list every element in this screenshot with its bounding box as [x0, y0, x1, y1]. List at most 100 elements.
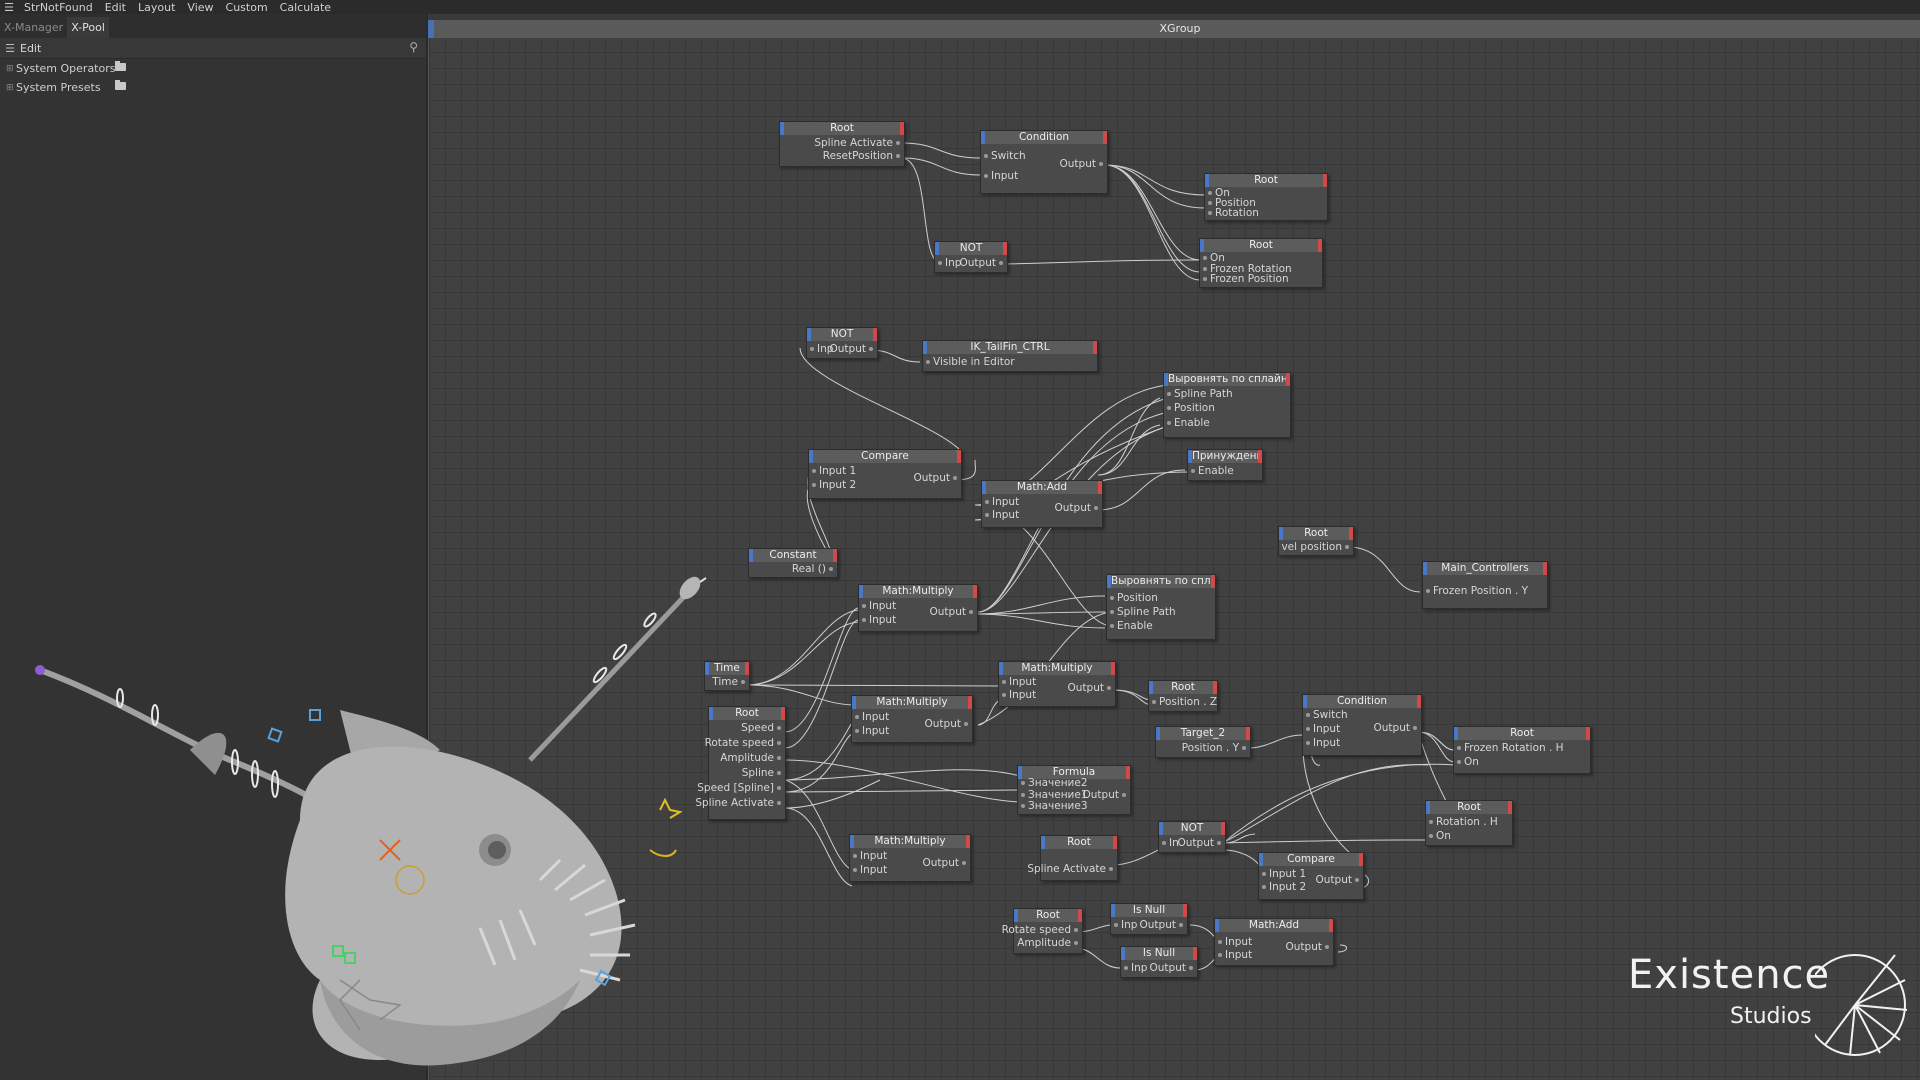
port-on[interactable]: On — [1203, 252, 1225, 265]
port-input[interactable]: In — [1162, 837, 1179, 850]
port-visible-in-editor[interactable]: Visible in Editor — [926, 356, 1015, 369]
port-input-b[interactable]: Input — [1218, 949, 1252, 962]
port-position[interactable]: Position — [1208, 197, 1256, 210]
port-input-b[interactable]: Input — [862, 614, 896, 627]
node-title[interactable]: Root — [1454, 727, 1590, 740]
node-title[interactable]: Выровнять по сплайну — [1164, 373, 1290, 386]
node-title[interactable]: Is Null — [1111, 904, 1187, 917]
port-input-2[interactable]: Input 2 — [1262, 881, 1306, 894]
port-on[interactable]: On — [1208, 187, 1230, 200]
xgroup-title-bar[interactable]: XGroup — [428, 20, 1920, 38]
port-output[interactable]: Output — [830, 343, 873, 356]
port-enable[interactable]: Enable — [1167, 417, 1210, 430]
search-icon[interactable]: ⚲ — [409, 40, 418, 54]
node-title[interactable]: Time — [705, 662, 749, 675]
panel-menu-icon[interactable]: ☰ — [5, 41, 15, 55]
node-root-position[interactable]: Root On Position Rotation — [1204, 173, 1328, 221]
port-rotate-speed[interactable]: Rotate speed — [1002, 924, 1078, 937]
node-title[interactable]: Compare — [1259, 853, 1363, 866]
port-speed[interactable]: Speed — [741, 722, 781, 735]
node-align-spline-top[interactable]: Выровнять по сплайну Spline Path Positio… — [1163, 372, 1291, 438]
port-frozen-rotation[interactable]: Frozen Rotation — [1203, 263, 1292, 276]
panel-edit-menu[interactable]: Edit — [20, 41, 42, 55]
port-input-b[interactable]: Input — [1002, 689, 1036, 702]
node-title[interactable]: Math:Multiply — [999, 662, 1115, 675]
node-title[interactable]: Compare — [809, 450, 961, 463]
node-root-spline-activate[interactable]: Root Spline Activate — [1027, 835, 1118, 881]
port-input-b[interactable]: Input — [1306, 737, 1340, 750]
port-output[interactable]: Output — [1060, 158, 1103, 171]
node-title[interactable]: Root — [780, 122, 904, 135]
node-not-tailfin[interactable]: NOT Inp Output — [806, 327, 878, 359]
menu-custom[interactable]: Custom — [225, 0, 268, 14]
node-root-main[interactable]: Root Speed Rotate speed Amplitude Spline… — [695, 706, 786, 820]
port-real[interactable]: Real () — [792, 563, 833, 576]
node-title[interactable]: Выровнять по сплайну — [1107, 575, 1215, 588]
port-amplitude[interactable]: Amplitude — [720, 752, 781, 765]
port-spline-activate[interactable]: Spline Activate — [814, 137, 900, 150]
node-title[interactable]: Math:Add — [1215, 919, 1333, 932]
port-output[interactable]: Output — [930, 606, 973, 619]
port-enable[interactable]: Enable — [1191, 465, 1234, 478]
port-output[interactable]: Output — [1140, 919, 1183, 932]
port-input[interactable]: Input — [984, 170, 1018, 183]
port-on[interactable]: On — [1457, 756, 1479, 769]
port-value-2[interactable]: Значение2 — [1021, 777, 1088, 790]
menu-edit[interactable]: Edit — [104, 0, 126, 14]
port-input-b[interactable]: Input — [985, 509, 1019, 522]
port-rotation[interactable]: Rotation — [1208, 207, 1259, 220]
node-math-add-bottom[interactable]: Math:Add Input Output Input — [1214, 918, 1334, 966]
node-title[interactable]: Math:Multiply — [850, 835, 970, 848]
menu-view[interactable]: View — [187, 0, 214, 14]
tab-x-pool[interactable]: X-Pool — [67, 17, 109, 38]
port-output[interactable]: Output — [1286, 941, 1329, 954]
node-root-rotate-speed[interactable]: Root Rotate speed Amplitude — [1002, 908, 1083, 954]
node-ik-tailfin-ctrl[interactable]: IK_TailFin_CTRL Visible in Editor — [922, 340, 1098, 372]
port-input-1[interactable]: Input 1 — [1262, 868, 1306, 881]
node-math-multiply-4[interactable]: Math:Multiply Input Output Input — [849, 834, 971, 882]
node-title[interactable]: Root — [709, 707, 785, 720]
node-not-bottom[interactable]: NOT In Output — [1158, 821, 1226, 853]
port-rotation-h[interactable]: Rotation . H — [1429, 816, 1498, 829]
node-title[interactable]: Root — [1200, 239, 1322, 252]
port-position[interactable]: Position — [1110, 592, 1158, 605]
port-spline-activate[interactable]: Spline Activate — [1027, 863, 1113, 876]
port-enable[interactable]: Enable — [1110, 620, 1153, 633]
tree-item-system-presets[interactable]: ⊞ System Presets — [0, 78, 426, 97]
node-title[interactable]: Main_Controllers — [1423, 562, 1547, 575]
node-title[interactable]: Math:Multiply — [859, 585, 977, 598]
node-math-multiply-3[interactable]: Math:Multiply Input Output Input — [998, 661, 1116, 707]
port-speed-spline[interactable]: Speed [Spline] — [697, 782, 781, 795]
port-on[interactable]: On — [1429, 830, 1451, 843]
port-switch[interactable]: Switch — [1306, 709, 1348, 722]
port-output[interactable]: Output — [925, 718, 968, 731]
node-is-null-2[interactable]: Is Null Inp Output — [1120, 946, 1198, 978]
node-compare-bottom[interactable]: Compare Input 1 Output Input 2 — [1258, 852, 1364, 900]
port-output[interactable]: Output — [960, 257, 1003, 270]
node-title[interactable]: Root — [1149, 681, 1217, 694]
node-condition-bottom[interactable]: Condition Switch Output Input Input — [1302, 694, 1422, 756]
menu-layout[interactable]: Layout — [138, 0, 176, 14]
node-math-multiply-2[interactable]: Math:Multiply Input Output Input — [851, 695, 973, 743]
node-title[interactable]: Math:Add — [982, 481, 1102, 494]
port-input-a[interactable]: Input — [985, 496, 1019, 509]
port-reset-position[interactable]: ResetPosition — [823, 150, 900, 163]
node-root-level[interactable]: Root vel position — [1278, 526, 1354, 556]
tab-x-manager[interactable]: X-Manager — [4, 21, 64, 34]
port-output[interactable]: Output — [1316, 874, 1359, 887]
node-root-spline[interactable]: Root Spline Activate ResetPosition — [779, 121, 905, 167]
port-input-a[interactable]: Input — [1218, 936, 1252, 949]
node-root-position-z[interactable]: Root Position . Z — [1148, 680, 1218, 712]
port-position-z[interactable]: Position . Z — [1152, 696, 1217, 709]
port-spline-activate[interactable]: Spline Activate — [695, 797, 781, 810]
port-output[interactable]: Output — [1374, 722, 1417, 735]
node-title[interactable]: Root — [1279, 527, 1353, 540]
tree-item-system-operators[interactable]: ⊞ System Operators — [0, 59, 426, 78]
port-input-a[interactable]: Input — [855, 711, 889, 724]
expand-icon[interactable]: ⊞ — [6, 82, 14, 93]
port-output[interactable]: Output — [1068, 682, 1111, 695]
node-title[interactable]: Formula — [1018, 766, 1130, 779]
node-formula[interactable]: Formula Значение2 Значение1 Output Значе… — [1017, 765, 1131, 815]
port-input-1[interactable]: Input 1 — [812, 465, 856, 478]
port-output[interactable]: Output — [914, 472, 957, 485]
